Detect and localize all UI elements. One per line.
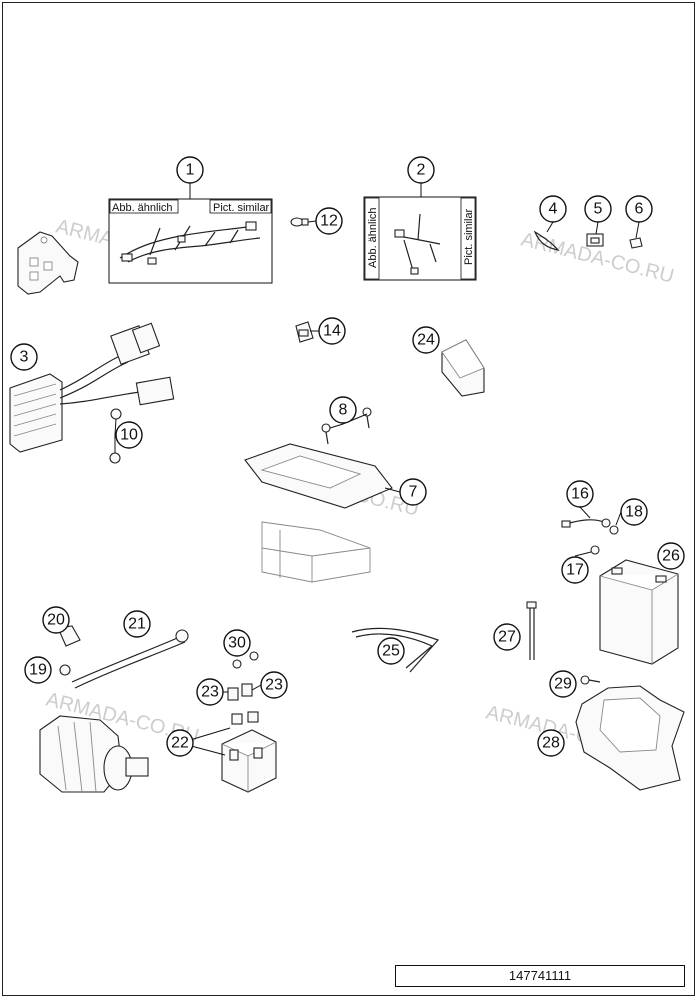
starter-cable-parts [57,625,189,689]
fuse-holder-part [295,321,314,343]
svg-text:27: 27 [498,629,516,646]
svg-text:23: 23 [265,677,283,694]
callout-10[interactable]: 10 [115,421,143,449]
secondary-harness-box: Abb. ähnlich Pict. similar [363,196,477,281]
svg-text:1: 1 [186,162,195,179]
callout-5[interactable]: 5 [584,195,612,223]
svg-text:18: 18 [625,504,643,521]
small-parts-top-right [533,230,643,251]
callout-28[interactable]: 28 [537,729,565,757]
starter-motor-part [39,715,149,793]
callout-19[interactable]: 19 [24,656,52,684]
svg-text:21: 21 [128,616,146,633]
callout-12[interactable]: 12 [315,207,343,235]
callout-7[interactable]: 7 [399,478,427,506]
screws-10 [109,408,122,464]
svg-text:5: 5 [594,201,603,218]
callout-23b[interactable]: 23 [260,671,288,699]
callout-29[interactable]: 29 [549,670,577,698]
svg-text:23: 23 [201,684,219,701]
callout-4[interactable]: 4 [539,195,567,223]
svg-text:14: 14 [323,323,341,340]
svg-text:16: 16 [571,486,589,503]
svg-text:3: 3 [20,349,29,366]
callout-16[interactable]: 16 [566,480,594,508]
svg-text:7: 7 [409,484,418,501]
svg-text:22: 22 [171,735,189,752]
callout-21[interactable]: 21 [123,610,151,638]
callout-2[interactable]: 2 [407,156,435,184]
callout-24[interactable]: 24 [412,326,440,354]
svg-text:10: 10 [120,427,138,444]
bracket-part [17,231,79,295]
part-number-box: 147741111 [395,965,685,987]
svg-text:12: 12 [320,213,338,230]
svg-text:8: 8 [339,402,348,419]
ecu-bracket-part [244,443,393,583]
callout-1[interactable]: 1 [176,156,204,184]
callout-26[interactable]: 26 [657,542,685,570]
control-box-part [441,339,485,397]
svg-text:17: 17 [566,562,584,579]
callout-20[interactable]: 20 [42,606,70,634]
battery-cable-parts [561,518,619,555]
harness-label-en: Pict. similar [213,202,270,214]
fuse-parts [227,651,259,725]
callout-14[interactable]: 14 [318,317,346,345]
callout-27[interactable]: 27 [493,623,521,651]
box2-label-en: Pict. similar [463,208,475,265]
battery-holder-part [575,685,685,791]
regulator-part [9,322,175,453]
callout-3[interactable]: 3 [10,343,38,371]
callout-6[interactable]: 6 [625,195,653,223]
callout-23a[interactable]: 23 [196,678,224,706]
callout-22[interactable]: 22 [166,729,194,757]
wiring-harness-box: Abb. ähnlich Pict. similar [108,198,273,284]
svg-text:25: 25 [382,643,400,660]
ground-cable-part [351,627,440,673]
harness-label-de: Abb. ähnlich [112,202,173,214]
callout-25[interactable]: 25 [377,637,405,665]
svg-text:26: 26 [662,548,680,565]
box2-label-de: Abb. ähnlich [367,207,379,268]
callout-18[interactable]: 18 [620,498,648,526]
battery-strap-part [526,601,537,660]
svg-text:20: 20 [47,612,65,629]
svg-text:4: 4 [549,201,558,218]
callout-17[interactable]: 17 [561,556,589,584]
svg-text:24: 24 [417,332,435,349]
svg-text:19: 19 [29,662,47,679]
screw-29 [580,675,601,685]
bulb-part [290,217,309,227]
starter-relay-part [221,729,277,793]
screws-8 [321,407,372,445]
callout-30[interactable]: 30 [223,629,251,657]
battery-part [599,559,679,665]
callout-8[interactable]: 8 [329,396,357,424]
svg-text:30: 30 [228,635,246,652]
svg-text:28: 28 [542,735,560,752]
svg-text:2: 2 [417,162,426,179]
svg-text:6: 6 [635,201,644,218]
svg-text:29: 29 [554,676,572,693]
